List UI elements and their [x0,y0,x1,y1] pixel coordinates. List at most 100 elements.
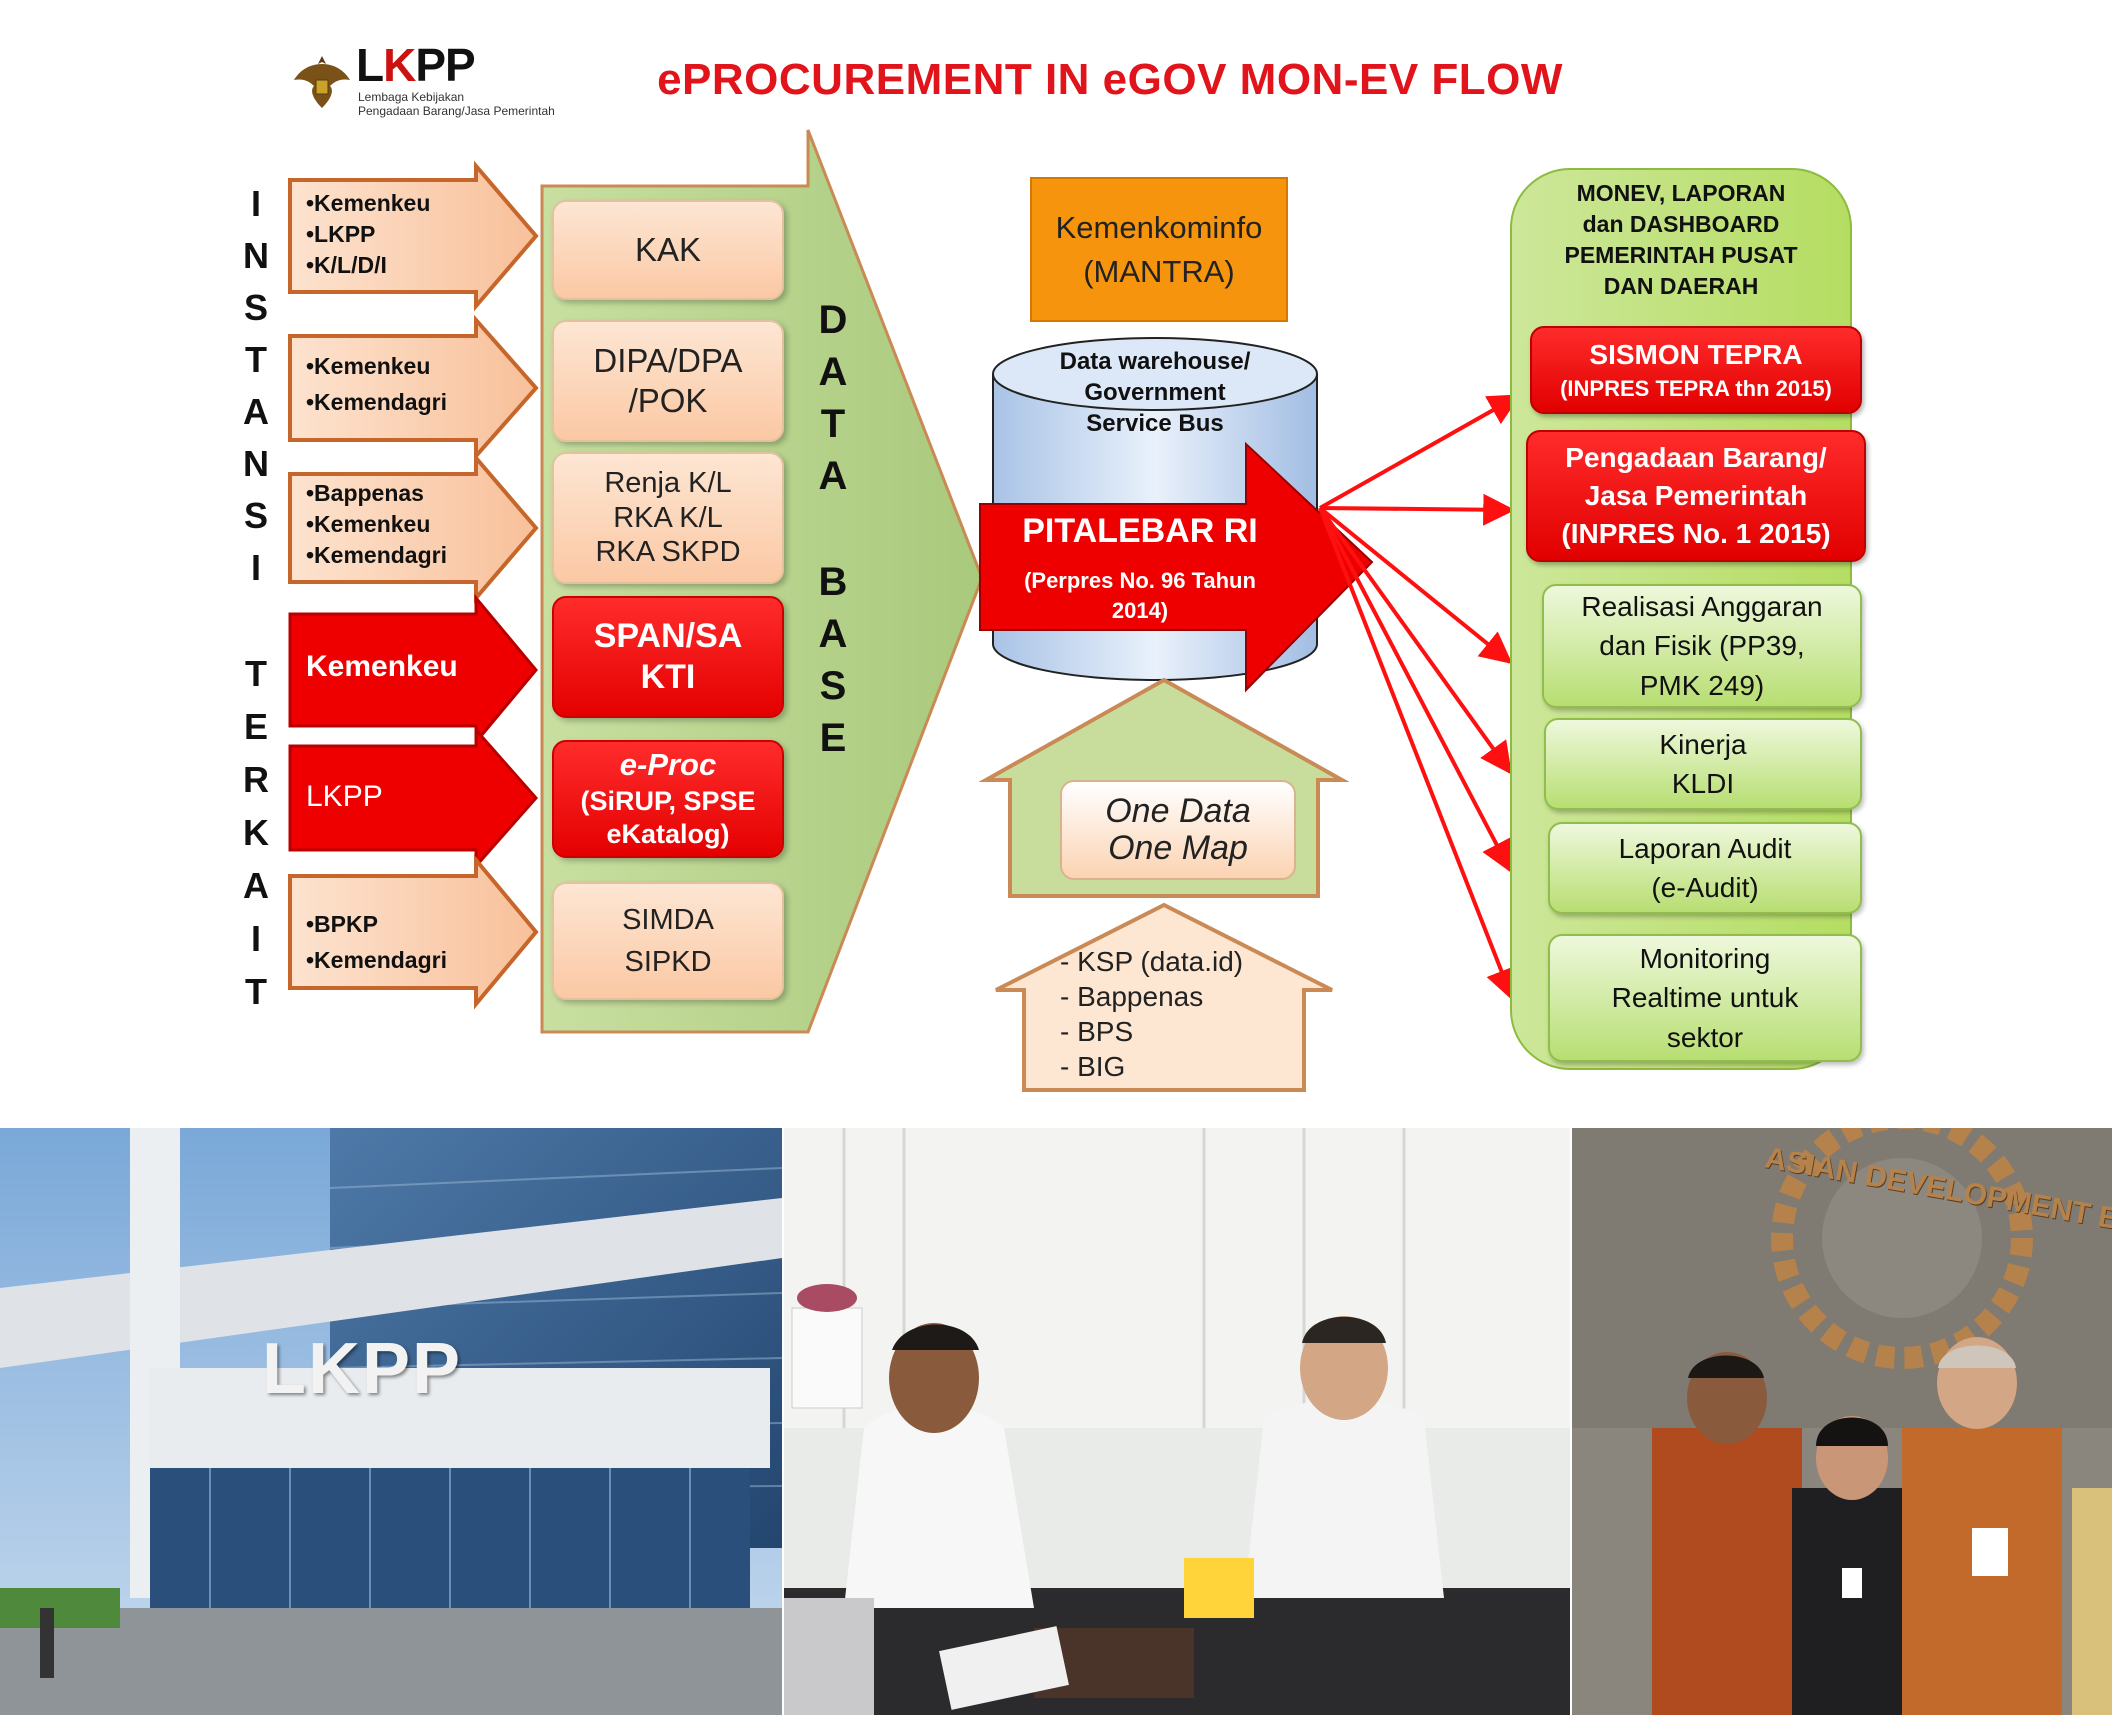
sismon-title: SISMON TEPRA [1589,339,1803,371]
agency-line: •Kemenkeu [306,190,431,216]
fanout-arrow [1318,506,1512,775]
terkait-letter: T [245,653,267,694]
arrow-shape [288,726,539,870]
db-box-line: e-Proc [619,746,717,782]
cylinder-top [992,337,1318,411]
logo-subtitle: Lembaga Kebijakan Pengadaan Barang/Jasa … [358,90,578,118]
pengadaan-line: Pengadaan Barang/ [1565,442,1827,474]
audit-line: Laporan Audit [1618,832,1792,864]
warehouse-line: Data warehouse/ [1059,348,1251,375]
audit-line: (e-Audit) [1651,872,1759,903]
realisasi-line: dan Fisik (PP39, [1599,630,1805,662]
database-letter: T [820,402,846,446]
one-data-line: One Data [1105,791,1251,830]
monev-heading: MONEV, LAPORAN dan DASHBOARD PEMERINTAH … [1520,178,1842,302]
warehouse-label: Data warehouse/ Government Service Bus [1010,346,1300,440]
data-sources-list: - KSP (data.id) - Bappenas - BPS - BIG [1060,944,1300,1084]
db-box-line: (SiRUP, SPSE [580,785,756,816]
page-title: ePROCUREMENT IN eGOV MON-EV FLOW [657,55,1563,104]
sismon-subtitle: (INPRES TEPRA thn 2015) [1560,376,1832,402]
database-letter: E [819,716,847,760]
db-box-line: RKA SKPD [595,536,741,569]
agency-line: •LKPP [306,221,376,247]
agency-line: •Kemendagri [306,947,447,973]
db-box-line: eKatalog) [606,819,730,850]
pitalebar-title: PITALEBAR RI [1022,512,1258,550]
source-item: - BIG [1060,1051,1126,1082]
db-box-kak: KAK [552,200,784,300]
instansi-letter: I [250,183,261,224]
monitoring-line: sektor [1666,1021,1744,1053]
db-box-line: SIMDA [622,903,714,936]
logo-text: LKPP [356,39,476,91]
sismon-tepra-box: SISMON TEPRA (INPRES TEPRA thn 2015) [1530,326,1862,414]
database-letter: A [818,612,848,656]
sources-house-arrow [995,902,1333,1092]
database-letter: S [819,664,847,708]
arrow-shape [288,452,539,604]
instansi-letter: N [243,443,269,484]
garuda-emblem-icon [294,56,350,108]
db-box-line: SIPKD [624,946,712,978]
instansi-letter: S [243,287,268,328]
agency-line: •Kemenkeu [306,353,431,379]
pitalebar-sub-line: (Perpres No. 96 Tahun [1024,568,1256,593]
arrow-agencies-1: •Kemenkeu •LKPP •K/L/D/I [306,188,486,281]
building-illustration [0,1128,782,1715]
kinerja-line: Kinerja [1659,728,1747,760]
audit-box: Laporan Audit (e-Audit) [1548,822,1862,914]
heading-line: PEMERINTAH PUSAT [1564,242,1798,269]
realisasi-line: PMK 249) [1639,669,1765,701]
arrow-shape [288,854,539,1010]
database-letter: A [818,454,848,498]
monitoring-line: Realtime untuk [1611,982,1799,1014]
terkait-letter: K [243,812,269,853]
db-box-dipa: DIPA/DPA /POK [552,320,784,442]
database-letter: D [818,298,848,342]
db-box-simda: SIMDA SIPKD [552,882,784,1000]
instansi-letter: N [243,235,269,276]
database-letter: B [818,560,848,604]
photo-lkpp-building: LKPP [0,1128,782,1715]
heading-line: MONEV, LAPORAN [1576,180,1786,206]
mantra-line: (MANTRA) [1083,253,1235,289]
kinerja-box: Kinerja KLDI [1544,718,1862,810]
pengadaan-box: Pengadaan Barang/ Jasa Pemerintah (INPRE… [1526,430,1866,562]
instansi-letter: A [243,391,269,432]
photo-adb: ASIAN DEVELOPMENT BANK [1572,1128,2112,1715]
arrow-agencies-6: •BPKP •Kemendagri [306,906,486,978]
database-letter: A [818,350,848,394]
terkait-letter: E [243,706,268,747]
pitalebar-subtitle: (Perpres No. 96 Tahun 2014) [990,566,1290,625]
arrow-shape [288,160,539,312]
mantra-line: Kemenkominfo [1055,210,1263,246]
fanout-arrow [1318,507,1512,873]
source-item: - BPS [1060,1016,1134,1047]
terkait-letter: I [250,918,261,959]
fanout-arrow [1318,506,1513,665]
pengadaan-line: (INPRES No. 1 2015) [1561,517,1831,549]
arrow-agencies-3: •Bappenas •Kemenkeu •Kemendagri [306,478,486,571]
realisasi-line: Realisasi Anggaran [1581,591,1823,623]
db-box-line: DIPA/DPA [593,342,743,380]
fanout-arrow [1318,507,1517,1001]
instansi-letter: T [245,339,267,380]
db-box-line: KTI [640,658,696,696]
fanout-arrow [1319,493,1516,526]
logo-k-letter: K [383,39,416,91]
db-box-line: SPAN/SA [593,617,743,656]
heading-line: dan DASHBOARD [1582,211,1780,238]
one-data-box: One Data One Map [1060,780,1296,880]
monitoring-box: Monitoring Realtime untuk sektor [1548,934,1862,1062]
db-box-span: SPAN/SA KTI [552,596,784,718]
source-item: - KSP (data.id) [1060,946,1244,977]
db-box-line: RKA K/L [613,501,723,534]
db-box-renja: Renja K/L RKA K/L RKA SKPD [552,452,784,584]
arrow-kemenkeu-label: Kemenkeu [306,650,458,683]
warehouse-line: Government [1084,379,1226,407]
agency-line: •K/L/D/I [306,252,387,278]
terkait-letter: T [245,971,267,1012]
building-sign: LKPP [262,1329,463,1409]
agency-line: •Kemendagri [306,542,447,568]
arrow-shape [288,593,538,747]
